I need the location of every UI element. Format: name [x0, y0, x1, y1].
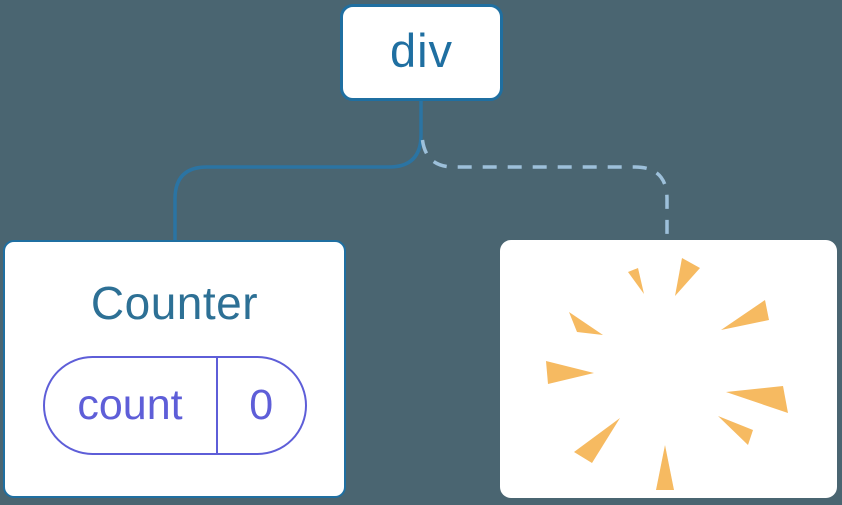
node-counter: Counter count 0: [3, 240, 346, 498]
state-key-label: count: [77, 381, 183, 429]
poof-ray: [718, 416, 753, 445]
poof-ray: [721, 300, 769, 330]
poof-ray: [569, 312, 603, 335]
counter-title: Counter: [90, 277, 259, 329]
poof-ray: [628, 268, 644, 294]
state-value-label: 0: [249, 381, 274, 429]
pill-divider: [215, 358, 218, 453]
poof-ray: [726, 386, 788, 413]
state-pill: count 0: [42, 356, 307, 455]
poof-ray: [574, 418, 620, 463]
poof-ray: [656, 445, 674, 490]
node-removed: [500, 240, 837, 498]
poof-ray: [675, 258, 700, 296]
connector-dashed-line: [420, 131, 669, 240]
poof-ray: [546, 361, 594, 384]
connector-solid-line: [173, 99, 423, 242]
node-div-label: div: [389, 24, 454, 77]
node-div: div: [340, 4, 503, 101]
poof-starburst-icon: [546, 258, 788, 490]
